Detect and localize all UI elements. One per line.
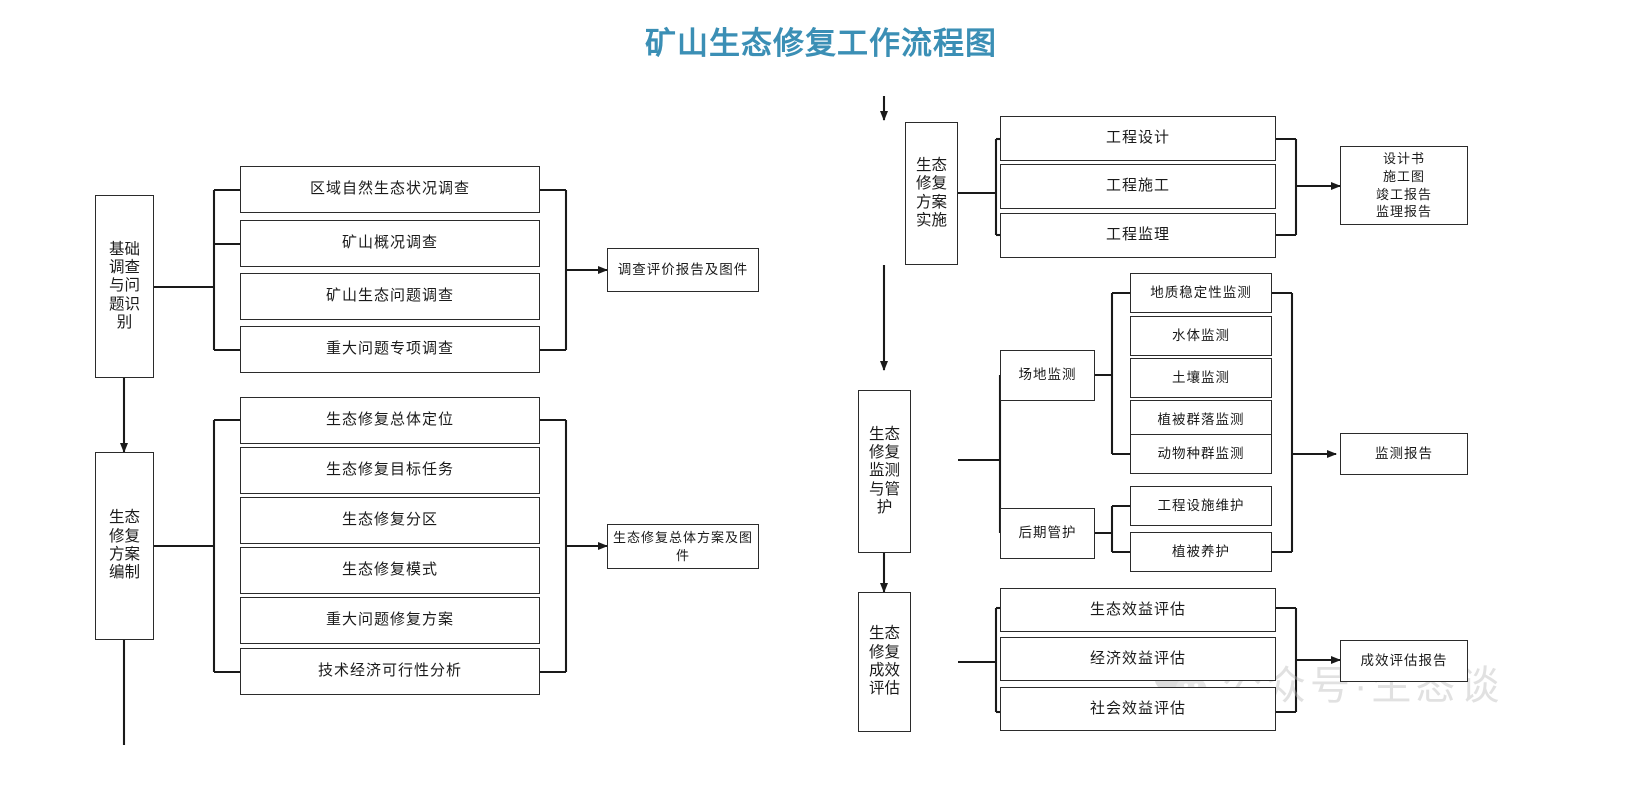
task-box[interactable]: 工程监理 [1000,213,1276,258]
task-label: 生态效益评估 [1089,601,1186,618]
task-label: 植被群落监测 [1157,411,1245,427]
task-box[interactable]: 植被群落监测 [1130,400,1272,440]
task-label: 区域自然生态状况调查 [309,181,470,198]
stage-box-basic-survey[interactable]: 基础调查与问题识别 [95,195,154,378]
task-box[interactable]: 经济效益评估 [1000,637,1276,681]
output-label: 监测报告 [1375,446,1433,462]
task-box[interactable]: 水体监测 [1130,316,1272,356]
stage-label: 生态修复成效评估 [868,625,900,698]
task-box[interactable]: 生态修复分区 [240,497,540,544]
task-label: 矿山生态问题调查 [325,288,454,305]
task-label: 工程监理 [1105,227,1170,244]
group-box-site-monitoring[interactable]: 场地监测 [1000,350,1095,401]
stage-label: 生态修复监测与管护 [868,425,900,516]
task-box[interactable]: 矿山生态问题调查 [240,273,540,320]
task-box[interactable]: 重大问题专项调查 [240,326,540,373]
task-box[interactable]: 生态修复目标任务 [240,447,540,494]
task-label: 重大问题修复方案 [325,612,454,629]
output-label: 调查评价报告及图件 [617,262,749,278]
page-title: 矿山生态修复工作流程图 [645,26,997,61]
task-box[interactable]: 工程施工 [1000,164,1276,209]
stage-label: 基础调查与问题识别 [108,240,140,331]
task-box[interactable]: 社会效益评估 [1000,687,1276,731]
task-label: 工程设计 [1105,130,1170,147]
task-label: 生态修复总体定位 [325,412,454,429]
task-box[interactable]: 生态修复模式 [240,547,540,594]
task-box[interactable]: 植被养护 [1130,532,1272,572]
group-label: 场地监测 [1018,367,1077,383]
output-box[interactable]: 监测报告 [1340,433,1468,475]
output-label: 生态修复总体方案及图件 [612,529,753,563]
task-box[interactable]: 矿山概况调查 [240,220,540,267]
task-label: 技术经济可行性分析 [317,663,462,680]
task-label: 矿山概况调查 [341,235,438,252]
output-box[interactable]: 设计书 施工图 竣工报告 监理报告 [1340,146,1468,225]
stage-box-effect-evaluation[interactable]: 生态修复成效评估 [858,592,911,732]
task-label: 土壤监测 [1172,369,1230,385]
task-box[interactable]: 工程设计 [1000,116,1276,161]
task-label: 地质稳定性监测 [1150,284,1252,300]
stage-label: 生态修复方案编制 [108,509,140,582]
task-label: 生态修复目标任务 [325,462,454,479]
task-label: 工程设施维护 [1157,497,1245,513]
output-box[interactable]: 调查评价报告及图件 [607,248,759,292]
task-label: 水体监测 [1172,327,1230,343]
output-label: 成效评估报告 [1360,653,1448,669]
task-label: 植被养护 [1172,543,1230,559]
task-label: 生态修复分区 [341,512,438,529]
group-box-post-management[interactable]: 后期管护 [1000,508,1095,559]
task-box[interactable]: 重大问题修复方案 [240,597,540,644]
task-box[interactable]: 技术经济可行性分析 [240,648,540,695]
task-box[interactable]: 区域自然生态状况调查 [240,166,540,213]
task-box[interactable]: 动物种群监测 [1130,434,1272,474]
output-label: 设计书 施工图 竣工报告 监理报告 [1375,151,1432,220]
task-label: 生态修复模式 [341,562,438,579]
task-label: 经济效益评估 [1089,650,1186,667]
stage-box-plan-implementation[interactable]: 生态修复方案实施 [905,122,958,265]
stage-label: 生态修复方案实施 [915,156,947,229]
task-box[interactable]: 地质稳定性监测 [1130,273,1272,313]
stage-box-plan-compilation[interactable]: 生态修复方案编制 [95,452,154,640]
group-label: 后期管护 [1018,525,1077,541]
task-box[interactable]: 生态修复总体定位 [240,397,540,444]
task-label: 工程施工 [1105,178,1170,195]
task-box[interactable]: 生态效益评估 [1000,588,1276,632]
task-label: 社会效益评估 [1089,700,1186,717]
output-box[interactable]: 成效评估报告 [1340,640,1468,682]
task-box[interactable]: 工程设施维护 [1130,486,1272,526]
task-label: 动物种群监测 [1157,445,1245,461]
task-label: 重大问题专项调查 [325,341,454,358]
stage-box-monitoring-management[interactable]: 生态修复监测与管护 [858,390,911,553]
task-box[interactable]: 土壤监测 [1130,358,1272,398]
output-box[interactable]: 生态修复总体方案及图件 [607,524,759,569]
